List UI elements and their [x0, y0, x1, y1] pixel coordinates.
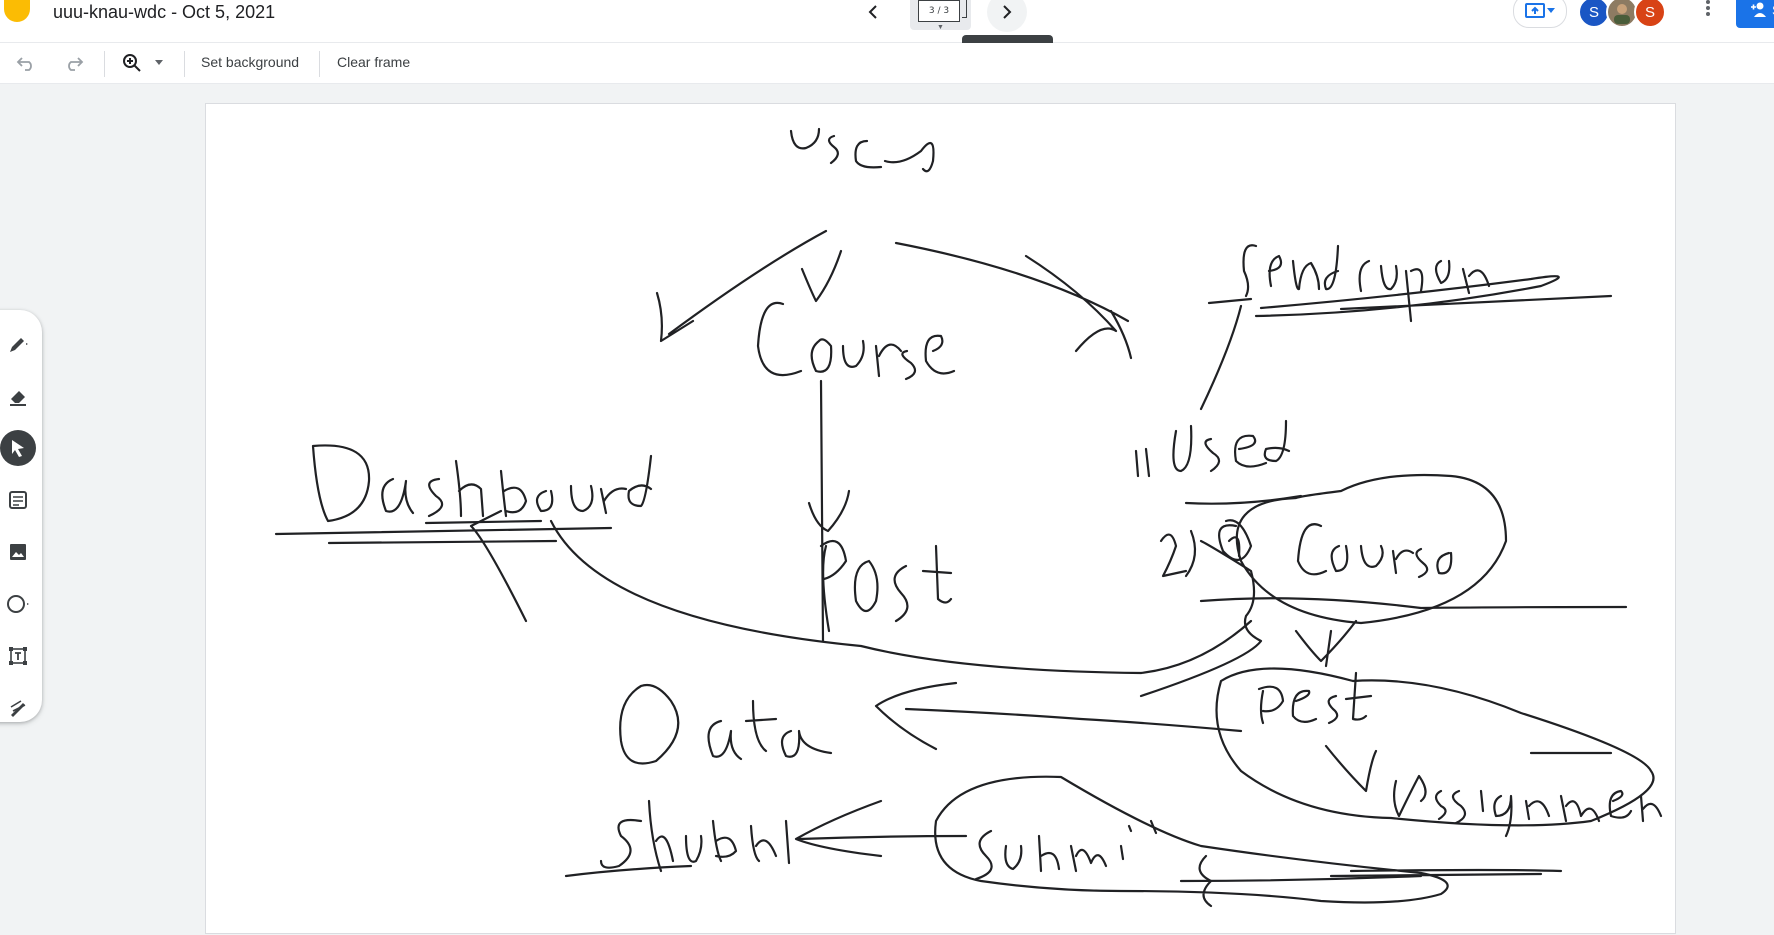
jamboard-logo-icon — [4, 0, 30, 22]
redo-icon — [68, 57, 84, 71]
avatar[interactable]: S — [1634, 0, 1666, 28]
sketch-word — [974, 819, 1158, 881]
set-background-button[interactable]: Set background — [201, 54, 300, 70]
sketch-arrow — [807, 379, 851, 643]
chevron-left-icon — [868, 5, 877, 19]
caret-down-icon — [155, 60, 163, 65]
pen-icon — [10, 338, 28, 352]
sketch-ellipse — [1215, 667, 1655, 827]
textbox-icon — [9, 647, 27, 665]
share-button[interactable]: S — [1736, 0, 1774, 28]
shape-tool[interactable] — [0, 586, 36, 622]
zoom-button[interactable] — [120, 51, 144, 75]
sketch-word — [1296, 523, 1453, 579]
toolbar-divider — [104, 51, 105, 77]
sketch-stroke — [1179, 874, 1423, 883]
cursor-icon — [12, 440, 24, 457]
laser-icon — [10, 700, 26, 717]
select-tool[interactable] — [0, 430, 36, 466]
sketch-ellipse — [934, 775, 1563, 908]
handwritten-diagram — [274, 127, 1663, 908]
sketch-word — [1159, 529, 1197, 578]
present-screen-icon — [1525, 3, 1545, 18]
circle-icon — [7, 595, 29, 613]
sketch-word — [1324, 744, 1663, 838]
pen-tool[interactable] — [0, 326, 36, 362]
sketch-arrow — [874, 681, 1243, 751]
sketch-word — [1134, 419, 1291, 478]
present-button[interactable] — [1513, 0, 1567, 28]
share-label: S — [1772, 2, 1774, 18]
whiteboard-canvas[interactable] — [205, 103, 1676, 934]
sketch-underline — [1199, 597, 1628, 610]
caret-down-icon: ▼ — [937, 24, 944, 31]
toolbar-divider — [319, 51, 320, 77]
sticky-note-tool[interactable] — [0, 482, 36, 518]
sketch-arrow — [1199, 297, 1253, 411]
sketch-word — [619, 683, 833, 765]
laser-tool[interactable] — [0, 690, 36, 726]
previous-frame-button[interactable] — [853, 0, 893, 32]
sketch-arrow — [1139, 539, 1358, 698]
zoom-in-icon — [123, 54, 141, 72]
toolbar-divider — [184, 51, 185, 77]
undo-button[interactable] — [14, 51, 38, 75]
sketch-word — [1242, 244, 1491, 323]
frame-stack-edge — [962, 0, 967, 18]
image-tool[interactable] — [0, 534, 36, 570]
chevron-right-icon — [1003, 5, 1012, 19]
image-icon — [10, 544, 26, 560]
caret-down-icon — [1547, 8, 1555, 13]
sticky-note-icon — [9, 491, 27, 509]
undo-icon — [16, 57, 32, 71]
sketch-word — [789, 127, 935, 173]
sketch-stroke — [800, 249, 843, 303]
person-add-icon — [1751, 2, 1766, 17]
eraser-icon — [10, 391, 26, 406]
zoom-dropdown[interactable] — [152, 51, 166, 75]
more-vert-icon — [1706, 0, 1710, 16]
sketch-word — [1257, 671, 1373, 725]
tool-palette — [0, 310, 42, 722]
sketch-arrow — [794, 799, 968, 858]
more-options-button[interactable] — [1696, 0, 1720, 20]
redo-button[interactable] — [62, 51, 86, 75]
textbox-tool[interactable] — [0, 638, 36, 674]
sketch-word — [564, 799, 791, 878]
top-bar: uuu-knau-wdc - Oct 5, 2021 3 / 3 ▼ S S S — [0, 0, 1774, 43]
person-photo-icon — [1614, 4, 1630, 24]
sketch-underline — [1254, 275, 1613, 318]
sketch-arrow — [469, 509, 1253, 675]
sketch-word — [819, 539, 953, 633]
toolbar: Set background Clear frame — [0, 43, 1774, 84]
clear-frame-button[interactable]: Clear frame — [337, 54, 411, 70]
frame-counter: 3 / 3 — [918, 0, 960, 22]
document-title[interactable]: uuu-knau-wdc - Oct 5, 2021 — [53, 2, 276, 22]
eraser-tool[interactable] — [0, 378, 36, 414]
sketch-word — [756, 301, 956, 381]
sketch-word — [311, 444, 653, 523]
sketch-underline — [274, 519, 613, 545]
sketch-arrow — [655, 229, 828, 343]
next-frame-button[interactable] — [987, 0, 1027, 32]
sketch-arrow — [894, 241, 1133, 360]
sketch-ellipse — [1235, 473, 1508, 625]
frame-bar-toggle[interactable]: 3 / 3 ▼ — [910, 0, 971, 31]
